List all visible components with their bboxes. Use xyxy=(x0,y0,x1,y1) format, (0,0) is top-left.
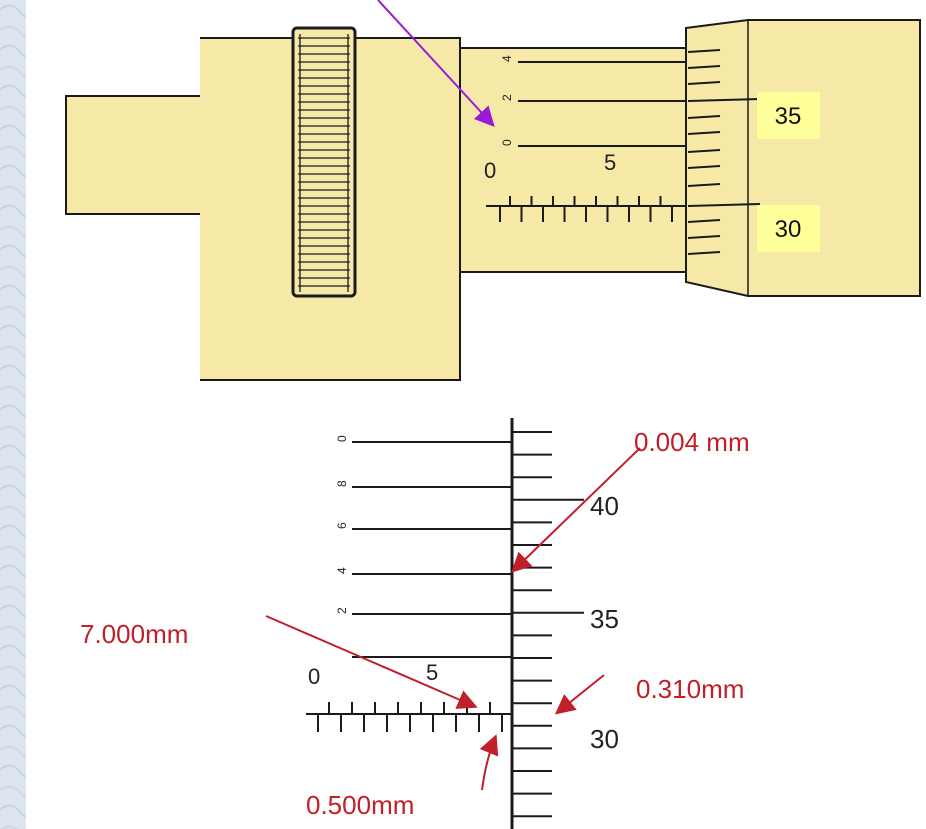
callout-35-text: 35 xyxy=(775,103,802,130)
detail-thimble-label-30: 30 xyxy=(590,724,619,754)
vernier-label-2: 2 xyxy=(500,94,514,101)
thimble-tick xyxy=(687,251,721,255)
vernier-label-4: 4 xyxy=(500,55,514,62)
detail-main-ticks xyxy=(317,702,503,732)
thimble-tick xyxy=(687,98,761,102)
vernier-label-0: 0 xyxy=(500,139,514,146)
thimble-tick xyxy=(687,203,761,207)
sleeve-main-ticks xyxy=(499,196,673,222)
detail-thimble-label-35: 35 xyxy=(590,604,619,634)
knurled-lock-nut xyxy=(291,26,357,298)
detail-main-label-5: 5 xyxy=(426,660,438,685)
annotation-half-mm-arrow xyxy=(479,734,499,791)
knurl-lines xyxy=(298,34,350,292)
callout-30-text: 30 xyxy=(775,216,802,243)
pointer-arrow xyxy=(377,0,495,127)
annotation-thimble-arrow xyxy=(554,674,605,715)
annotation-thimble-reading: 0.310mm xyxy=(636,674,744,704)
micrometer-illustration: 4 2 0 0 5 35 30 xyxy=(65,0,921,381)
main-scale-label-5: 5 xyxy=(604,150,616,175)
thimble-tick xyxy=(687,81,721,85)
detail-vernier-label-4: 4 xyxy=(335,567,349,574)
detail-vernier-label-8: 8 xyxy=(335,480,349,487)
thimble-tick xyxy=(687,65,721,69)
detail-vernier-label-0: 0 xyxy=(335,435,349,442)
thimble-tick xyxy=(687,183,721,187)
thimble-tick xyxy=(687,219,721,223)
annotation-vernier-arrow xyxy=(511,447,641,573)
detail-main-label-0: 0 xyxy=(308,664,320,689)
detail-vernier-label-2: 2 xyxy=(335,607,349,614)
sleeve xyxy=(459,47,687,273)
thimble-ticks xyxy=(687,49,761,255)
thimble-tick xyxy=(687,149,721,153)
annotation-main-reading: 7.000mm xyxy=(80,619,188,649)
scale-detail: 0 8 6 4 2 0 5 40 35 30 0.004 mm 7.000mm … xyxy=(80,418,750,829)
detail-thimble-label-40: 40 xyxy=(590,491,619,521)
thimble-tick xyxy=(687,115,721,119)
spindle xyxy=(65,95,203,215)
annotation-main-arrow xyxy=(265,615,478,709)
thimble xyxy=(685,19,921,297)
thimble-tick xyxy=(687,165,721,169)
callout-35-box xyxy=(757,92,820,139)
detail-vernier-lines xyxy=(352,441,512,658)
callout-30-box xyxy=(757,205,820,252)
detail-vernier-label-6: 6 xyxy=(335,522,349,529)
thimble-tick xyxy=(687,49,721,53)
annotation-vernier-reading: 0.004 mm xyxy=(634,427,750,457)
thimble-tick xyxy=(687,131,721,135)
thimble-tick xyxy=(687,235,721,239)
main-scale-label-0: 0 xyxy=(484,158,496,183)
detail-thimble-ticks xyxy=(512,431,584,818)
annotation-half-mm-reading: 0.500mm xyxy=(306,790,414,820)
